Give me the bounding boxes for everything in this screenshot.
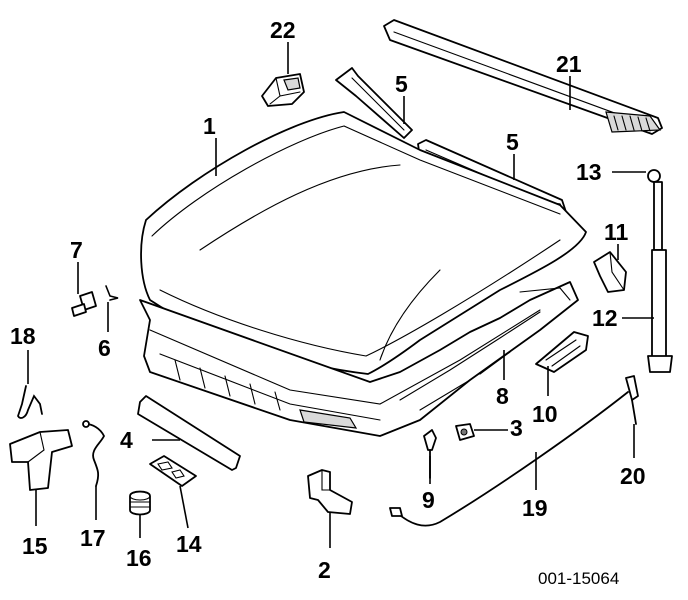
part-20-release-handle: [625, 375, 639, 425]
callout-11: 11: [604, 219, 629, 245]
part-4-insulator: [137, 395, 241, 471]
callout-12: 12: [592, 305, 618, 331]
callout-16: 16: [126, 545, 152, 571]
part-2-bracket: [307, 469, 353, 515]
callout-labels: 1 2 3 4 5 5 6 7 8 9 10 11 12 13 14 15 16…: [10, 17, 646, 583]
part-21-cowl-strip: [383, 19, 663, 135]
callout-18: 18: [10, 323, 36, 349]
part-1-hood: [140, 111, 587, 375]
part-17-rod: [82, 420, 106, 487]
callout-5-lower: 5: [506, 129, 519, 155]
callout-8: 8: [496, 383, 509, 409]
callout-21: 21: [556, 51, 582, 77]
callout-1: 1: [203, 113, 216, 139]
callout-3: 3: [510, 415, 523, 441]
callout-17: 17: [80, 525, 106, 551]
part-7-stud: [71, 291, 97, 317]
callout-6: 6: [98, 335, 111, 361]
part-13-pivot: [647, 169, 661, 183]
part-15-bracket: [9, 429, 73, 491]
part-19-release-cable: [389, 391, 629, 527]
callout-15: 15: [22, 533, 48, 559]
part-22-bracket: [261, 73, 305, 107]
callout-4: 4: [120, 427, 133, 453]
part-10-hinge: [535, 331, 589, 373]
callout-13: 13: [576, 159, 602, 185]
diagram-code: 001-15064: [538, 569, 619, 588]
part-18-clip: [17, 385, 43, 419]
callout-2: 2: [318, 557, 331, 583]
part-12-strut: [647, 181, 673, 373]
callout-10: 10: [532, 401, 558, 427]
callout-5-upper: 5: [395, 71, 408, 97]
part-6-clip: [105, 285, 119, 301]
leader-lines: [27, 42, 654, 548]
part-16-bumper: [129, 490, 151, 516]
callout-20: 20: [620, 463, 646, 489]
part-8-inner-frame: [139, 281, 579, 437]
part-11-clip: [593, 251, 627, 293]
part-3-stop: [455, 423, 475, 441]
part-14-pad: [149, 455, 197, 487]
callout-9: 9: [422, 487, 435, 513]
callout-14: 14: [176, 531, 202, 557]
callout-19: 19: [522, 495, 548, 521]
part-5-upper-seal: [335, 67, 413, 139]
callout-7: 7: [70, 237, 83, 263]
callout-22: 22: [270, 17, 296, 43]
